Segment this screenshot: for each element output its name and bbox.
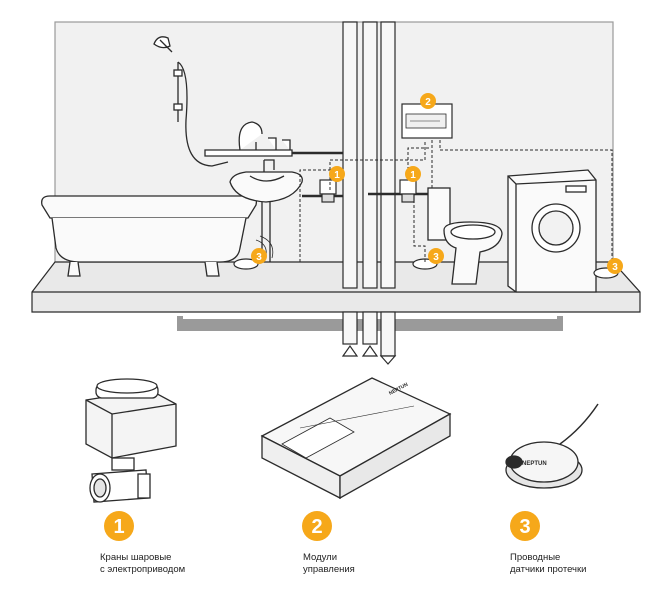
riser-pipe-middle (362, 21, 378, 289)
svg-text:1: 1 (334, 170, 340, 181)
legend-caption-valves-line1: Краны шаровые (100, 552, 171, 563)
riser-pipe-left (342, 21, 358, 289)
washing-machine (507, 169, 597, 293)
floor-sensors (233, 235, 619, 279)
legend-badge-valves: 1 (104, 511, 134, 541)
marker-sensor-toilet: 3 (428, 248, 444, 264)
svg-text:2: 2 (425, 97, 431, 108)
legend-caption-modules-line1: Модули (303, 552, 337, 563)
marker-module: 2 (420, 93, 436, 109)
legend-badge-sensors: 3 (510, 511, 540, 541)
shower-hose (177, 61, 229, 167)
bathroom-scene (31, 21, 641, 365)
legend-caption-valves-line2: с электроприводом (100, 564, 185, 575)
svg-text:3: 3 (612, 262, 618, 273)
sensor-bathtub (233, 258, 259, 270)
product-control-module (260, 377, 452, 500)
legend-caption-modules-line2: управления (303, 564, 355, 575)
sensor-brand-label: NEPTUN (522, 461, 547, 467)
svg-text:1: 1 (113, 516, 124, 538)
toilet (427, 187, 503, 285)
legend-badge-modules: 2 (302, 511, 332, 541)
bathtub (41, 195, 258, 277)
washbasin (229, 159, 303, 262)
drain-arrow (379, 355, 397, 365)
legend-caption-sensors-line2: датчики протечки (510, 564, 586, 575)
valve-bathroom (302, 179, 343, 203)
legend-caption-sensors-line1: Проводные (510, 552, 560, 563)
mixer-tap (204, 121, 293, 157)
marker-valve-bathroom: 1 (329, 166, 345, 182)
control-module-wall (401, 103, 453, 139)
product-leak-sensor (505, 403, 599, 489)
product-ball-valve (85, 378, 177, 503)
svg-text:1: 1 (410, 170, 416, 181)
inflow-arrow-cold (341, 344, 359, 357)
shower-head (153, 36, 173, 53)
marker-sensor-bathtub: 3 (251, 248, 267, 264)
shower (153, 36, 343, 167)
svg-text:2: 2 (311, 516, 322, 538)
svg-text:3: 3 (256, 252, 262, 263)
marker-sensor-washer: 3 (607, 258, 623, 274)
riser-pipe-right (380, 21, 396, 289)
svg-text:3: 3 (519, 516, 530, 538)
svg-text:3: 3 (433, 252, 439, 263)
marker-valve-toilet: 1 (405, 166, 421, 182)
inflow-arrow-hot (361, 344, 379, 357)
